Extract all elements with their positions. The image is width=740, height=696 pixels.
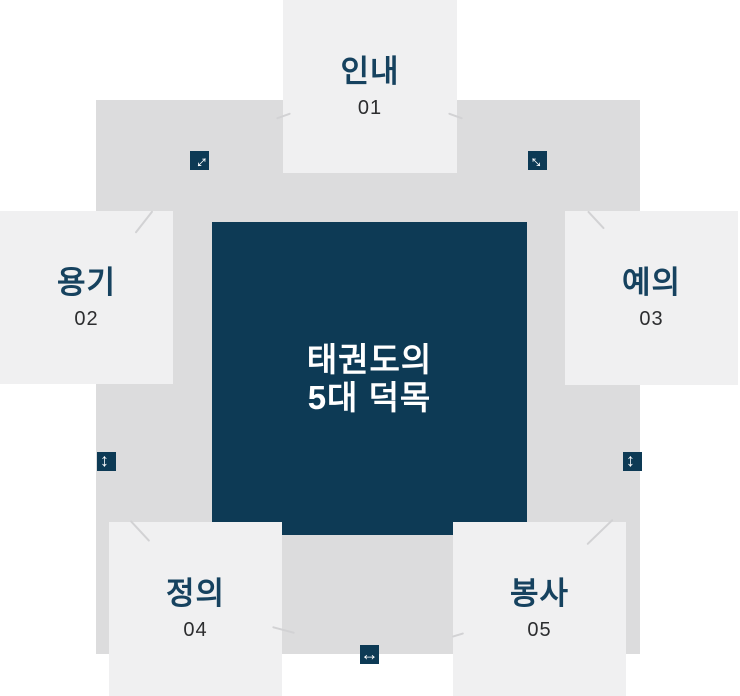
double-arrow-glyph: ↔ [185, 146, 213, 174]
double-arrow-glyph: ↔ [623, 452, 643, 471]
center-title-square: 태권도의 5대 덕목 [212, 222, 527, 535]
virtue-number: 01 [357, 97, 383, 119]
double-arrow-glyph: ↔ [97, 452, 117, 471]
virtue-box-justice: 정의 04 [109, 522, 282, 696]
double-arrow-icon: ↔ [524, 147, 551, 174]
virtue-label: 정의 [165, 576, 226, 611]
double-arrow-icon: ↔ [623, 452, 643, 471]
virtue-number: 04 [183, 619, 208, 641]
virtue-label: 봉사 [509, 576, 570, 611]
double-arrow-icon: ↔ [97, 452, 117, 471]
virtue-label: 인내 [340, 54, 400, 89]
virtue-label: 용기 [56, 265, 117, 300]
virtue-number: 05 [527, 619, 552, 641]
double-arrow-icon: ↔ [360, 645, 379, 664]
virtue-box-service: 봉사 05 [453, 522, 626, 696]
double-arrow-glyph: ↔ [360, 644, 379, 664]
virtue-box-courtesy: 예의 03 [565, 211, 738, 385]
virtue-box-courage: 용기 02 [0, 211, 173, 384]
diagram-title-line1: 태권도의 [306, 340, 433, 378]
virtue-number: 02 [74, 308, 99, 330]
virtue-box-patience: 인내 01 [283, 0, 457, 173]
virtue-number: 03 [639, 308, 664, 330]
virtue-label: 예의 [621, 265, 682, 300]
double-arrow-icon: ↔ [186, 147, 213, 174]
double-arrow-glyph: ↔ [524, 146, 552, 174]
diagram-title-line2: 5대 덕목 [307, 378, 432, 416]
